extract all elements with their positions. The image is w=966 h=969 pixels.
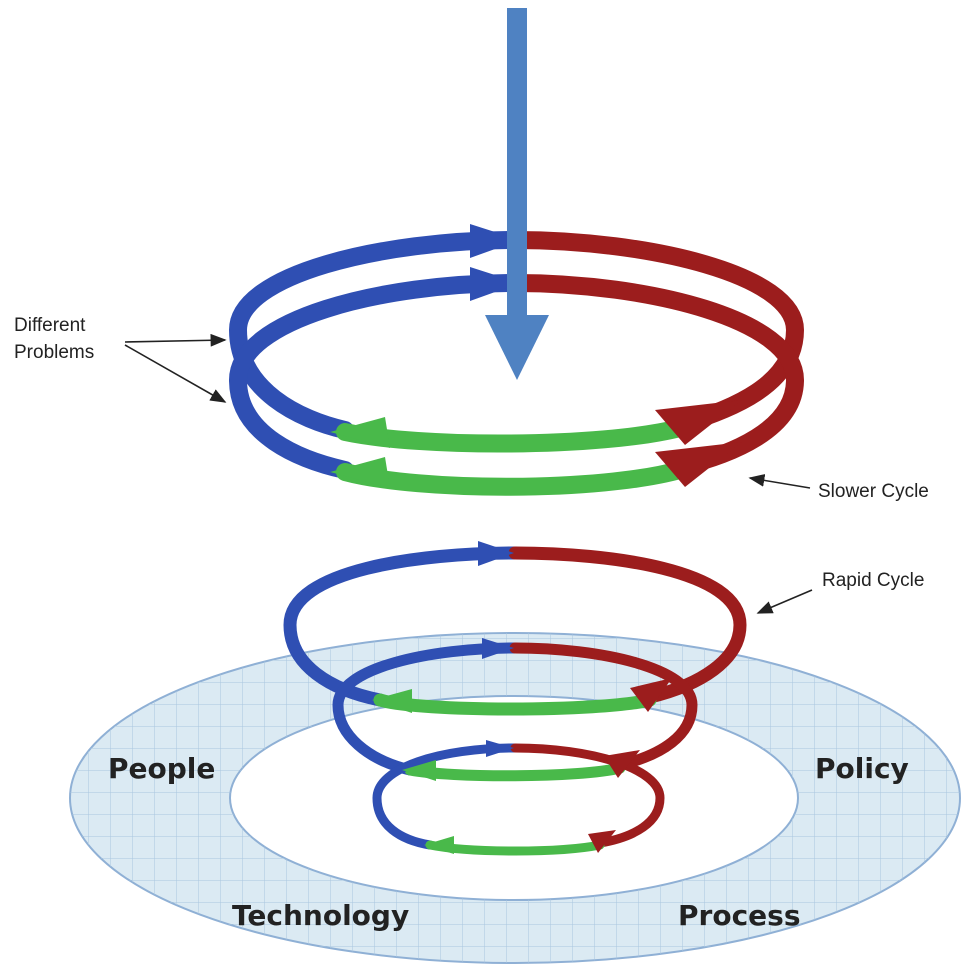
base-disc xyxy=(68,632,962,964)
technology-label: Technology xyxy=(232,899,409,932)
policy-label: Policy xyxy=(815,752,909,785)
people-label: People xyxy=(108,752,215,785)
process-label: Process xyxy=(678,899,801,932)
input-arrow xyxy=(485,8,549,380)
different-problems-label-line1: Different xyxy=(14,315,86,336)
rapid-cycle-spiral xyxy=(283,546,747,856)
rapid-cycle-label: Rapid Cycle xyxy=(822,570,924,591)
slower-cycle-arrowheads xyxy=(330,224,742,488)
pointer-arrows xyxy=(124,333,813,614)
rapid-cycle-arrowheads xyxy=(372,541,672,854)
slower-cycle-label: Slower Cycle xyxy=(818,481,929,502)
different-problems-label-line2: Problems xyxy=(14,342,94,363)
